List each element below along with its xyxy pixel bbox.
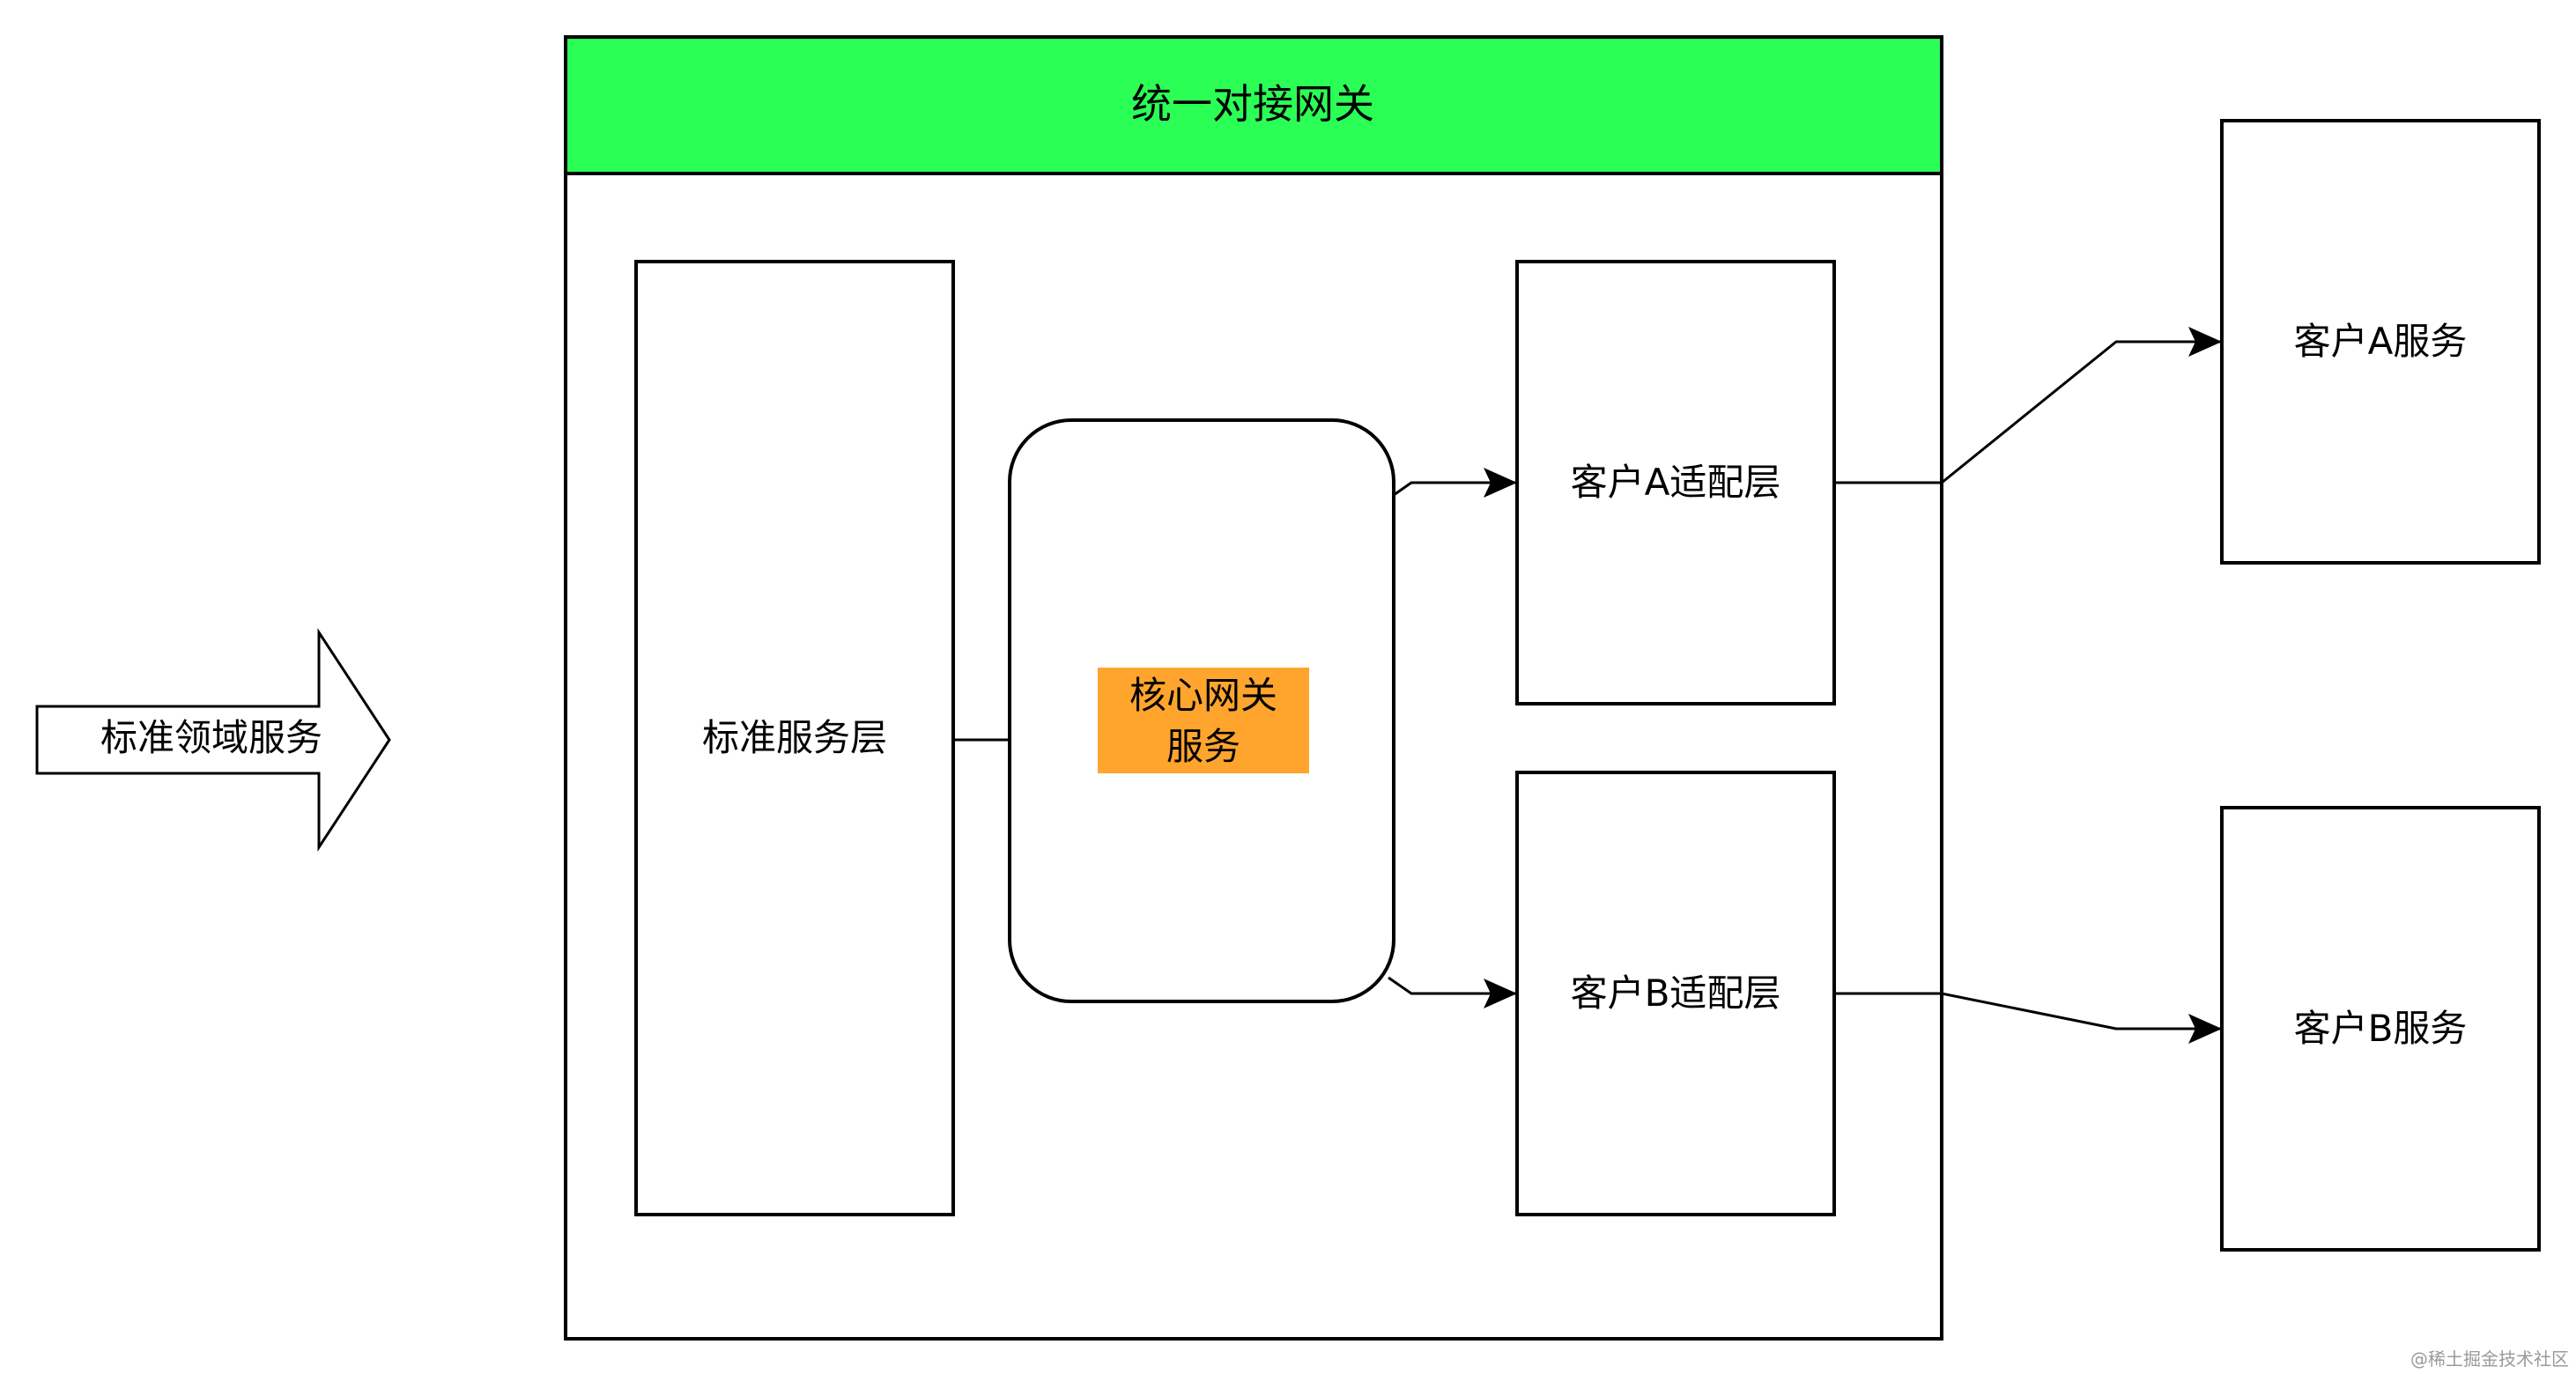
service-a-label: 客户A服务 [2294, 320, 2468, 363]
service-a: 客户A服务 [2220, 119, 2541, 565]
core-gateway-label-line1: 核心网关 [1129, 674, 1277, 717]
gateway-header [564, 35, 1943, 175]
gateway-title: 统一对接网关 [1131, 80, 1374, 128]
adapter-a-label: 客户A适配层 [1571, 461, 1781, 504]
input-arrow: 标准领域服务 [35, 627, 391, 853]
core-gateway-label-line2: 服务 [1166, 725, 1240, 768]
connector-adapter-a-to-service-a [1834, 327, 2222, 484]
input-arrow-label: 标准领域服务 [100, 716, 322, 759]
watermark-text: @稀土掘金技术社区 [2410, 1348, 2569, 1370]
standard-service-layer-label: 标准服务层 [702, 716, 887, 759]
input-arrow-shape [35, 627, 391, 853]
core-gateway-service: 核心网关 服务 [1008, 418, 1395, 1003]
connector-core-to-adapter-b [1388, 976, 1517, 1008]
adapter-a-box [1515, 260, 1836, 705]
service-b: 客户B服务 [2220, 806, 2541, 1252]
connector-adapter-b-to-service-b [1834, 992, 2222, 1044]
core-gateway-highlight [1098, 668, 1309, 773]
standard-service-layer: 标准服务层 [634, 260, 955, 1216]
connector-core-to-adapter-a [1393, 468, 1517, 498]
service-b-box [2220, 806, 2541, 1252]
adapter-b: 客户B适配层 [1515, 771, 1836, 1216]
adapter-b-box [1515, 771, 1836, 1216]
service-a-box [2220, 119, 2541, 565]
standard-service-layer-box [634, 260, 955, 1216]
service-b-label: 客户B服务 [2294, 1007, 2468, 1050]
adapter-a: 客户A适配层 [1515, 260, 1836, 705]
adapter-b-label: 客户B适配层 [1571, 971, 1781, 1015]
